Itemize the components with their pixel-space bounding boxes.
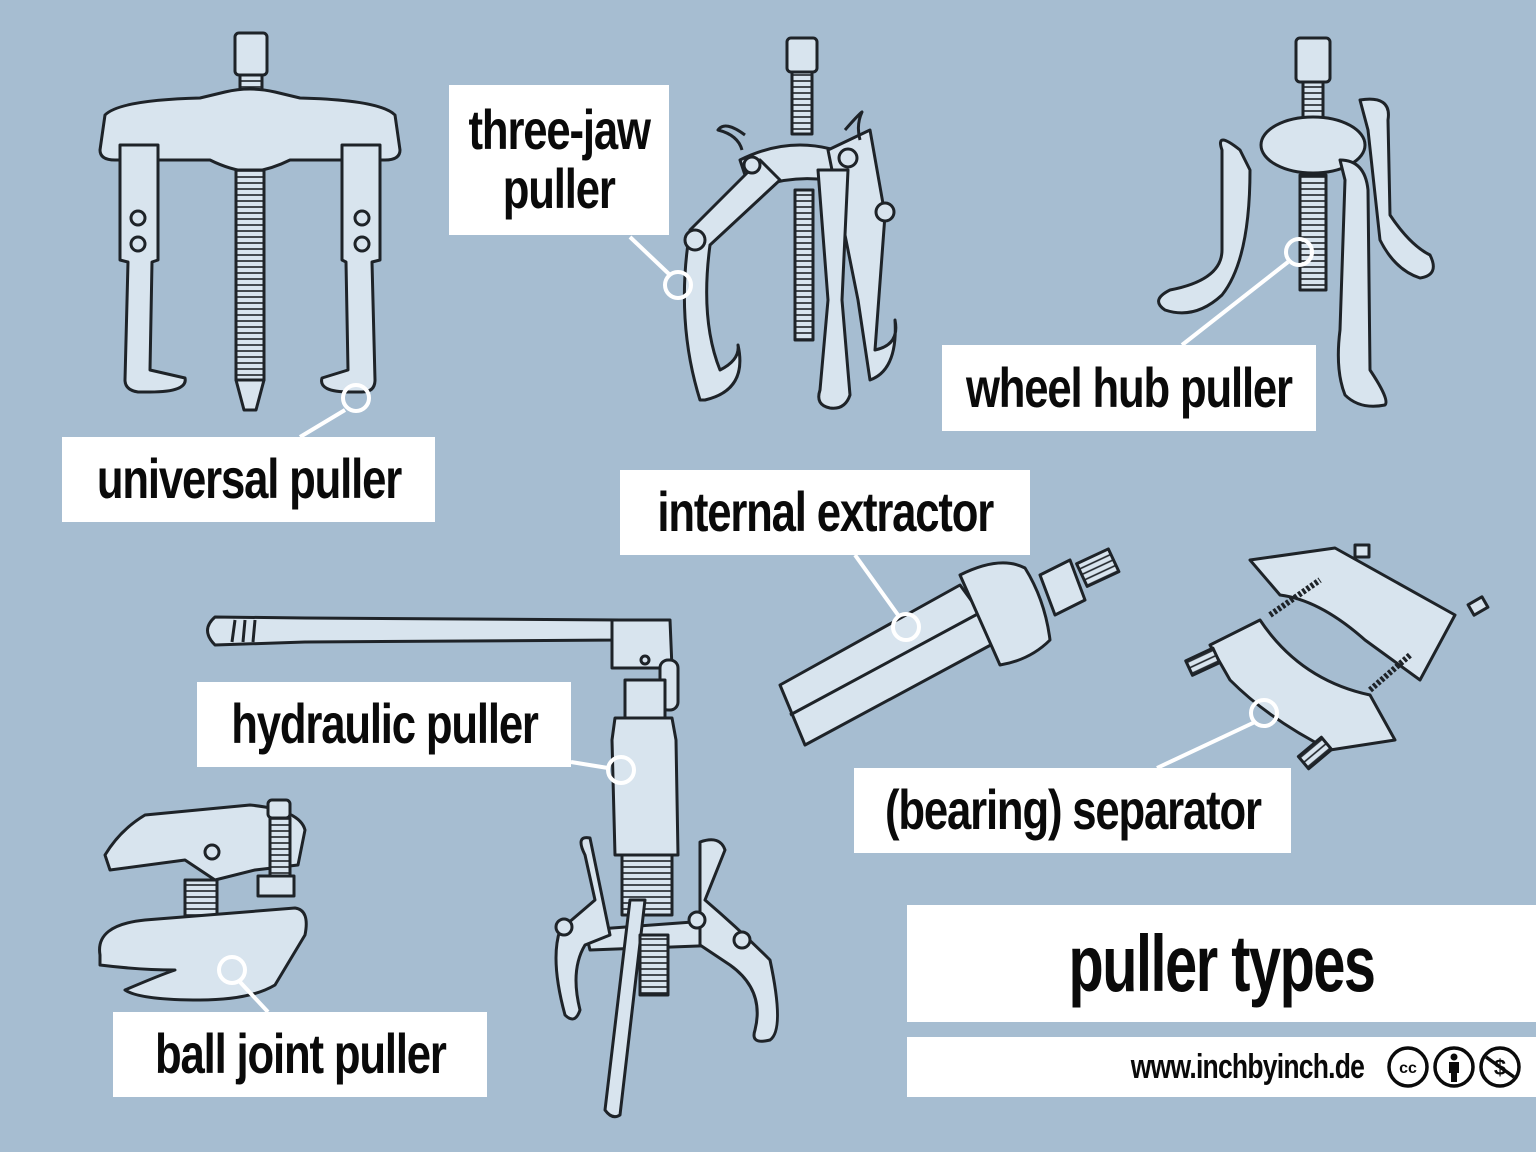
footer-box: www.inchbyinch.de cc $ xyxy=(907,1037,1536,1097)
bearing-separator-drawing xyxy=(1184,543,1490,771)
wheel-hub-puller-drawing xyxy=(1157,36,1435,408)
label-text: hydraulic puller xyxy=(230,692,539,756)
hydraulic-puller-callout xyxy=(570,755,636,785)
internal-extractor-callout xyxy=(853,553,921,642)
universal-puller-drawing xyxy=(98,31,402,412)
universal-puller-callout xyxy=(298,383,371,439)
ball-joint-puller-callout xyxy=(217,955,270,1014)
wheel-hub-puller-callout xyxy=(1180,237,1314,347)
noncommercial-icon: $ xyxy=(1479,1046,1521,1088)
label-internal-extractor: internal extractor xyxy=(620,470,1030,555)
label-ball-joint-puller: ball joint puller xyxy=(113,1012,487,1097)
label-text: wheel hub puller xyxy=(966,355,1293,419)
cc-icon: cc xyxy=(1387,1046,1429,1088)
ball-joint-puller-drawing xyxy=(98,798,308,1002)
label-text: (bearing) separator xyxy=(884,778,1262,842)
label-universal-puller: universal puller xyxy=(62,437,435,522)
three-jaw-puller-callout xyxy=(628,235,693,300)
label-text: internal extractor xyxy=(657,480,994,544)
three-jaw-puller-drawing xyxy=(682,36,898,410)
title-box: puller types xyxy=(907,905,1536,1022)
label-three-jaw-puller: three-jaw puller xyxy=(449,85,669,235)
label-text: ball joint puller xyxy=(154,1022,447,1086)
attribution-icon xyxy=(1433,1046,1475,1088)
label-text-line2: puller xyxy=(503,157,616,220)
label-wheel-hub-puller: wheel hub puller xyxy=(942,345,1316,431)
svg-text:cc: cc xyxy=(1399,1060,1417,1077)
label-hydraulic-puller: hydraulic puller xyxy=(197,682,571,767)
license-icons: cc $ xyxy=(1386,1045,1522,1089)
page-title: puller types xyxy=(1068,918,1375,1008)
hydraulic-puller-drawing xyxy=(206,615,779,1119)
website-link[interactable]: www.inchbyinch.de xyxy=(1130,1047,1365,1086)
label-text-line1: three-jaw xyxy=(468,98,650,162)
bearing-separator-callout xyxy=(1156,698,1279,770)
label-bearing-separator: (bearing) separator xyxy=(854,768,1291,853)
label-text: universal puller xyxy=(96,447,401,511)
internal-extractor-drawing xyxy=(778,547,1121,747)
